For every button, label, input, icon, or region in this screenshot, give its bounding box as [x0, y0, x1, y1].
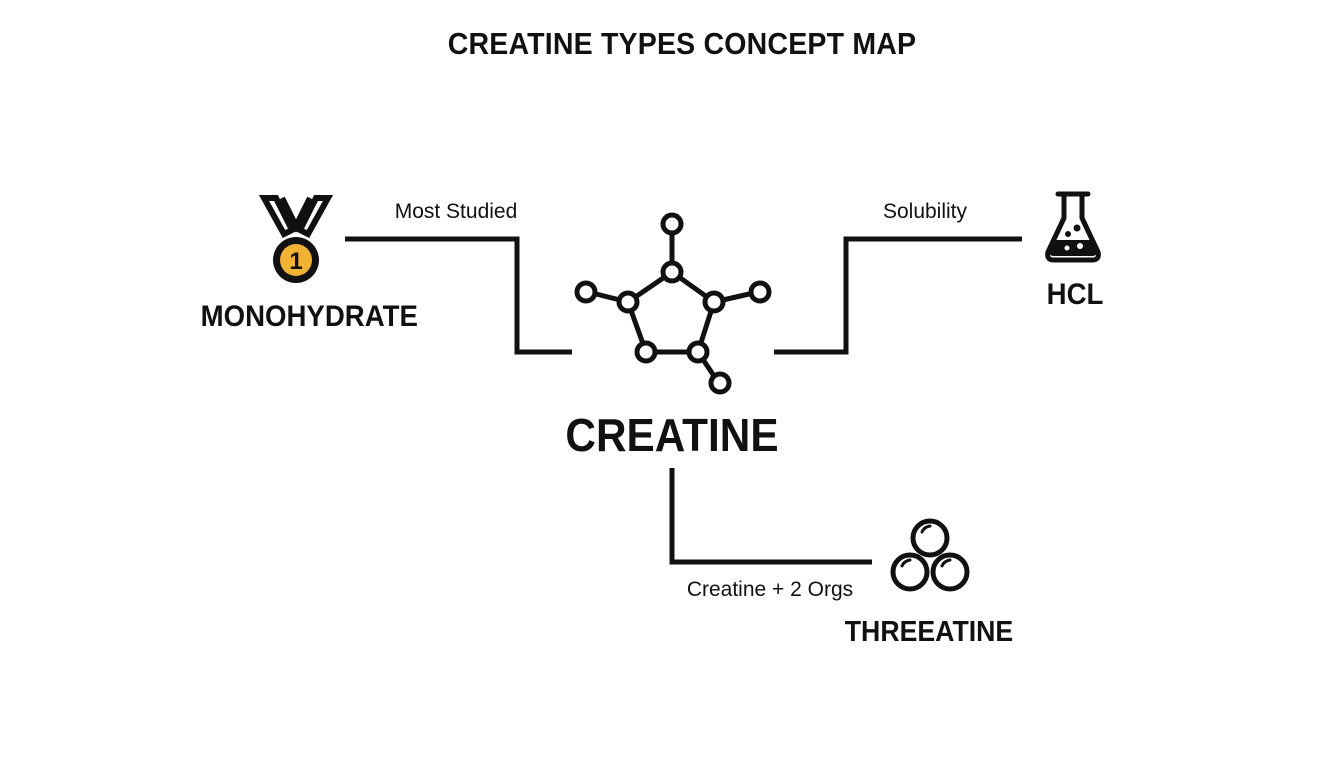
medal-number: 1: [289, 248, 302, 275]
node-label-threeatine: THREEATINE: [844, 616, 1014, 648]
node-label-monohydrate: MONOHYDRATE: [200, 300, 418, 333]
molecule-icon: [574, 212, 772, 395]
node-label-hcl: HCL: [1046, 278, 1104, 311]
edge-line-hcl: [774, 236, 1022, 355]
flask-icon: [1045, 191, 1101, 263]
edge-line-threeatine: [669, 468, 872, 565]
edge-line-monohydrate: [345, 236, 572, 355]
spheres-icon: [890, 518, 970, 592]
edge-label-solubility: Solubility: [882, 200, 968, 223]
node-label-creatine: CREATINE: [565, 409, 779, 461]
edge-label-most-studied: Most Studied: [394, 200, 518, 223]
edge-label-creatine-2-orgs: Creatine + 2 Orgs: [686, 578, 854, 601]
page-title: CREATINE TYPES CONCEPT MAP: [447, 26, 917, 61]
medal-icon: 1: [258, 195, 334, 283]
